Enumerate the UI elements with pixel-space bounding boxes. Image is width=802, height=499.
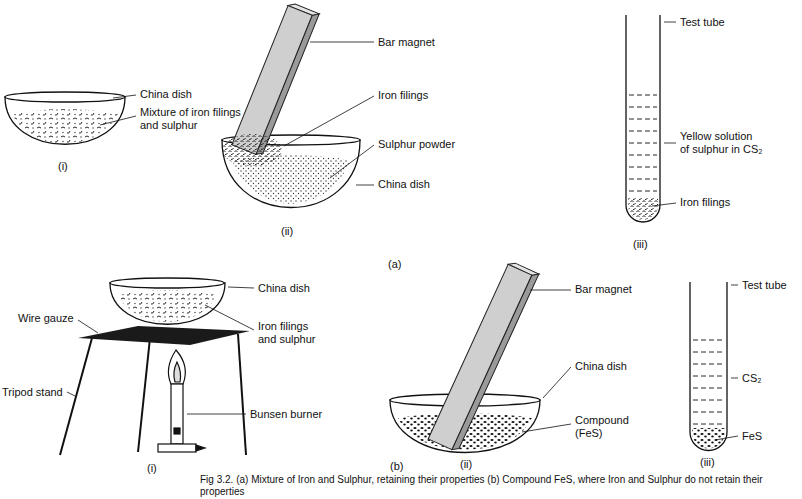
- figure-caption: Fig 3.2. (a) Mixture of Iron and Sulphur…: [200, 474, 790, 498]
- tripod-stand: [60, 334, 246, 455]
- callout-label: China dish: [575, 360, 627, 373]
- china-dish: [5, 92, 125, 144]
- callout-label: Iron filings and sulphur: [258, 320, 324, 346]
- callout-label: FeS: [742, 430, 762, 443]
- china-dish: [110, 278, 225, 324]
- callout-label: Bunsen burner: [250, 408, 322, 421]
- callout-label: Iron filings: [680, 196, 730, 209]
- callout-label: Yellow solution of sulphur in CS₂: [680, 130, 764, 156]
- callout-label: Bar magnet: [575, 283, 632, 296]
- callout-label: Tripod stand: [2, 386, 63, 399]
- figure-number: (ii): [460, 458, 472, 471]
- callout-label: Test tube: [680, 16, 725, 29]
- callout-label: CS₂: [742, 372, 762, 385]
- callout-label: China dish: [378, 178, 430, 191]
- callout-label: Sulphur powder: [378, 138, 455, 151]
- callout-label: Wire gauze: [18, 312, 74, 325]
- iron-filings: [222, 134, 282, 166]
- figure-number: (i): [58, 160, 68, 173]
- wire-gauze: [78, 326, 250, 345]
- bar-magnet: [428, 261, 539, 453]
- callout-label: China dish: [258, 282, 310, 295]
- bunsen-burner: [158, 350, 205, 452]
- callout-label: Iron filings: [378, 89, 428, 102]
- callout-label: Mixture of iron filings and sulphur: [140, 106, 252, 132]
- figure-number: (iii): [633, 238, 648, 251]
- figure-number: (iii): [700, 456, 715, 469]
- callout-label: China dish: [140, 88, 192, 101]
- figure-number: (i): [147, 462, 157, 475]
- figure-number: (ii): [281, 225, 293, 238]
- test-tube: [626, 15, 660, 222]
- callout-label: Test tube: [742, 279, 787, 292]
- panel-letter: (a): [388, 258, 401, 271]
- panel-letter: (b): [390, 460, 403, 473]
- callout-label: Compound (FeS): [575, 414, 635, 440]
- callout-label: Bar magnet: [378, 36, 435, 49]
- leader-lines: [67, 22, 738, 440]
- test-tube: [690, 282, 727, 451]
